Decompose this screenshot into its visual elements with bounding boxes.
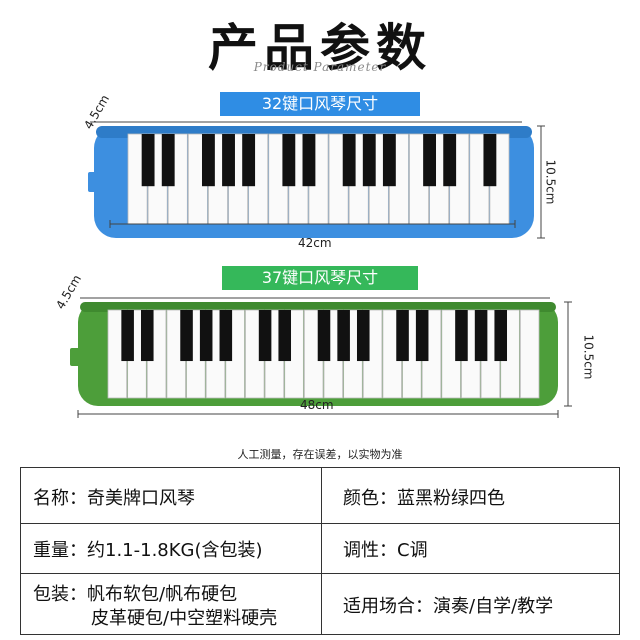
spec-color: 颜色：蓝黑粉绿四色 <box>343 488 505 509</box>
black-key <box>494 310 508 362</box>
black-key <box>258 310 272 362</box>
spec-package-line2: 皮革硬包/中空塑料硬壳 <box>91 608 278 629</box>
black-key <box>382 134 396 187</box>
black-key <box>483 134 497 187</box>
black-key <box>121 310 134 362</box>
keyboard-37-image <box>70 297 572 418</box>
spec-divider <box>21 523 619 524</box>
spec-usage: 适用场合：演奏/自学/教学 <box>343 596 554 617</box>
black-key <box>474 310 488 362</box>
spec-package-line1: 包装：帆布软包/帆布硬包 <box>33 584 238 605</box>
page-title: 产品参数 <box>208 19 432 77</box>
keyboard-37-width-label: 10.5cm <box>581 334 596 380</box>
black-key <box>443 134 457 187</box>
page-subtitle: Product Parameter <box>253 60 387 74</box>
black-key <box>317 310 331 362</box>
keyboard-32-length-label: 42cm <box>298 236 332 250</box>
spec-table: 名称：奇美牌口风琴 颜色：蓝黑粉绿四色 重量：约1.1-1.8KG(含包装) 调… <box>20 467 620 635</box>
black-key <box>140 310 154 362</box>
spec-name: 名称：奇美牌口风琴 <box>33 488 195 509</box>
black-key <box>423 134 437 187</box>
spec-tone: 调性：C调 <box>343 540 428 561</box>
black-key <box>141 134 155 187</box>
black-key <box>201 134 215 187</box>
black-key <box>337 310 350 362</box>
white-key <box>519 309 540 399</box>
keyboard-37-banner: 37键口风琴尺寸 <box>222 266 418 290</box>
black-key <box>180 310 193 362</box>
black-key <box>222 134 235 187</box>
black-key <box>242 134 256 187</box>
black-key <box>219 310 233 362</box>
black-key <box>415 310 429 362</box>
keyboard-37-length-label: 48cm <box>300 398 334 412</box>
black-key <box>396 310 409 362</box>
keyboard-32-width-label: 10.5cm <box>543 159 558 205</box>
black-key <box>161 134 175 187</box>
black-key <box>199 310 213 362</box>
black-key <box>282 134 296 187</box>
keyboard-32-banner: 32键口风琴尺寸 <box>220 92 420 116</box>
black-key <box>302 134 316 187</box>
black-key <box>356 310 370 362</box>
black-key <box>362 134 376 187</box>
spec-divider <box>321 468 322 634</box>
spec-divider <box>21 573 619 574</box>
measurement-note: 人工测量，存在误差，以实物为准 <box>237 448 403 461</box>
black-key <box>342 134 356 187</box>
black-key <box>455 310 468 362</box>
spec-weight: 重量：约1.1-1.8KG(含包装) <box>33 540 263 561</box>
keyboard-32-image <box>88 121 545 239</box>
black-key <box>278 310 292 362</box>
